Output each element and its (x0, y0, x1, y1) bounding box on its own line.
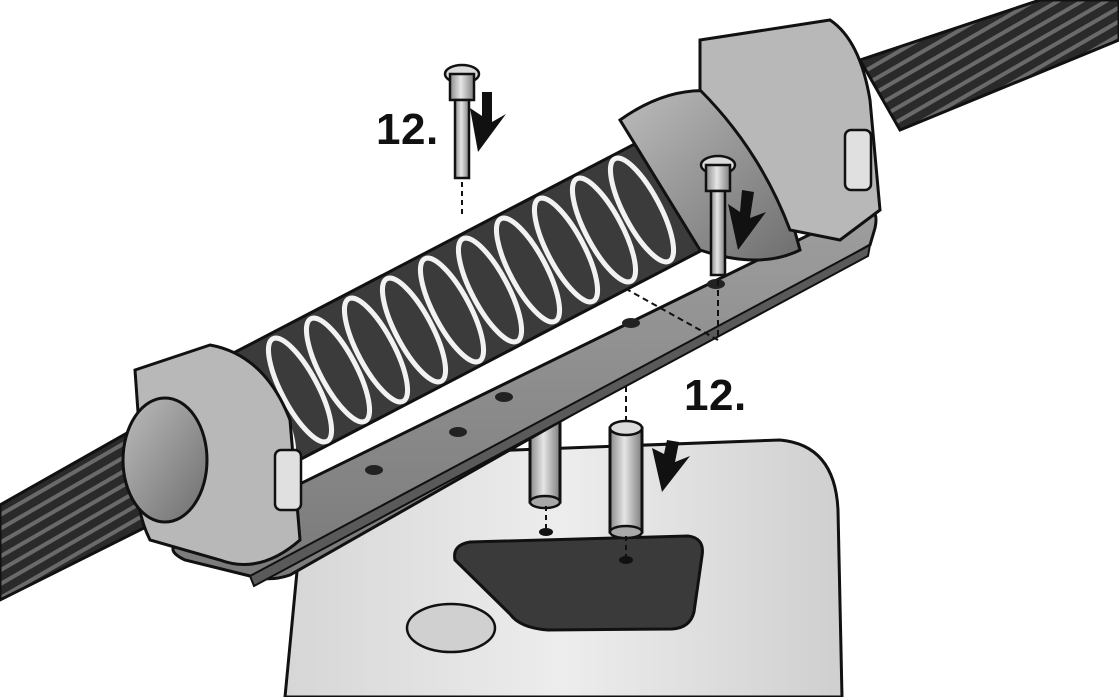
down-arrow-icon (728, 190, 766, 250)
base-cap (405, 602, 497, 654)
mounting-pad (453, 534, 704, 632)
mounting-plate (171, 207, 878, 588)
plate-hole (622, 318, 640, 328)
plate-hole (707, 279, 725, 289)
screw-left (443, 63, 481, 215)
step-label-standoff: 12. (684, 371, 747, 420)
clamp-left (121, 343, 303, 566)
screw-right (627, 154, 737, 342)
plate-hole (449, 427, 467, 437)
plate-hole (495, 392, 513, 402)
base-unit (283, 438, 844, 697)
down-arrow-icon (652, 440, 690, 492)
down-arrow-icon (470, 92, 506, 152)
plate-hole (365, 465, 383, 475)
step-label-screw: 12. (376, 105, 439, 154)
pad-hole (619, 556, 633, 564)
pad-hole (539, 528, 553, 536)
